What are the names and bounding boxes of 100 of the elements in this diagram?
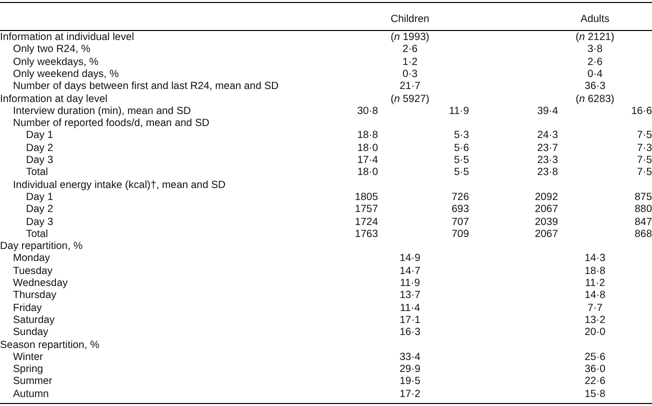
table-cell: 726 — [452, 192, 469, 204]
row-label: Total — [26, 228, 48, 241]
table-cell-text: 11·2 — [584, 278, 606, 290]
table-cell: 18·0 — [357, 167, 378, 180]
table-cell-text: (n 5927) — [390, 94, 430, 106]
table-cell-text: 25·6 — [584, 352, 606, 364]
row-label: Individual energy intake (kcal)†, mean and SD — [13, 180, 226, 192]
row-label: Autumn — [13, 388, 49, 401]
table-cell-text: 29·9 — [398, 364, 422, 376]
table-cell-text: (n 6283) — [574, 94, 616, 106]
table-cell: 7·3 — [636, 142, 652, 155]
row-label: Interview duration (min), mean and SD — [13, 106, 191, 118]
table-cell-text: 14·3 — [584, 253, 606, 266]
row-label: Friday — [13, 302, 42, 315]
table-cell-text: 16·3 — [398, 327, 422, 340]
row-label: Saturday — [13, 314, 55, 327]
row-label: Only two R24, % — [13, 44, 90, 56]
row-label: Only weekdays, % — [13, 56, 98, 69]
table-cell-text: 1·2 — [401, 56, 419, 69]
table-cell-text: 18·8 — [584, 266, 606, 278]
table-cell-text: 36·3 — [584, 81, 606, 94]
table-cell-text: 11·4 — [398, 302, 422, 315]
table-cell-text: 0·3 — [401, 68, 419, 81]
table-cell: 23·7 — [537, 142, 558, 155]
table-cell-text: 14·8 — [584, 290, 606, 302]
table-cell: 5·5 — [454, 167, 469, 180]
table-cell-text: 19·5 — [398, 376, 422, 388]
table-cell: 693 — [452, 204, 469, 216]
row-label: Day 2 — [26, 204, 54, 216]
table-cell-text: 0·4 — [586, 68, 604, 81]
table-cell: 7·5 — [636, 155, 652, 167]
table-cell: 2039 — [534, 216, 558, 228]
row-label: Sunday — [13, 327, 48, 340]
table-cell-text: 22·6 — [584, 376, 606, 388]
table-cell: 880 — [634, 204, 652, 216]
table-cell: 5·6 — [454, 142, 469, 155]
row-label: Day 3 — [26, 216, 54, 228]
table-cell-text: 21·7 — [398, 81, 422, 94]
row-label: Total — [26, 167, 48, 180]
table-cell-text: 14·9 — [398, 253, 422, 266]
table-cell: 868 — [634, 228, 652, 241]
row-label: Day 1 — [26, 130, 54, 142]
table-cell-text: 7·7 — [586, 302, 604, 315]
row-label: Number of days between first and last R24, mean and SD — [13, 81, 279, 94]
table-cell: 5·5 — [454, 155, 469, 167]
table-cell: 2092 — [534, 192, 558, 204]
table-cell: 707 — [452, 216, 469, 228]
table-cell: 11·9 — [448, 106, 469, 118]
table-cell: 1757 — [354, 204, 378, 216]
table-cell: 18·0 — [357, 142, 378, 155]
table-cell: 17·4 — [357, 155, 378, 167]
table-cell: 847 — [634, 216, 652, 228]
row-label: Day 3 — [26, 155, 54, 167]
table-cell-text: (n 1993) — [390, 32, 430, 44]
table-cell: 23·8 — [537, 167, 558, 180]
table-cell: 875 — [634, 192, 652, 204]
row-label: Winter — [13, 352, 44, 364]
table-cell: 30·8 — [357, 106, 378, 118]
table-cell-text: 14·7 — [398, 266, 422, 278]
row-label: Number of reported foods/d, mean and SD — [13, 118, 210, 130]
table-cell-text: 13·2 — [584, 314, 606, 327]
row-label: Day 2 — [26, 142, 54, 155]
table-cell: 39·4 — [537, 106, 558, 118]
table-cell: 16·6 — [631, 106, 652, 118]
table-cell: 24·3 — [537, 130, 558, 142]
row-label: Spring — [13, 364, 44, 376]
table-cell-text: 2·6 — [586, 56, 604, 69]
table-cell-text: 20·0 — [584, 327, 606, 340]
table-cell: 23·3 — [537, 155, 558, 167]
table-cell: 709 — [452, 228, 469, 241]
row-label: Wednesday — [13, 278, 68, 290]
row-label: Day 1 — [26, 192, 54, 204]
table-cell: 7·5 — [636, 130, 652, 142]
table-cell-text: (n 2121) — [574, 32, 616, 44]
table-cell-text: 36·0 — [584, 364, 606, 376]
table-cell: 2067 — [534, 204, 558, 216]
table-cell: 1805 — [354, 192, 378, 204]
table-cell-text: 11·9 — [398, 278, 422, 290]
table-cell: 7·5 — [636, 167, 652, 180]
table-cell-text: 17·1 — [398, 314, 422, 327]
column-header: Adults — [580, 14, 610, 26]
section-heading: Information at day level — [0, 94, 108, 106]
column-header: Children — [390, 14, 430, 26]
row-label: Tuesday — [13, 266, 52, 278]
table-cell-text: 15·8 — [584, 388, 606, 401]
row-label: Thursday — [13, 290, 56, 302]
table-cell-text: 2·6 — [401, 44, 419, 56]
row-label: Only weekend days, % — [13, 68, 119, 81]
table-cell-text: 17·2 — [398, 388, 422, 401]
row-label: Summer — [13, 376, 52, 388]
section-heading: Day repartition, % — [0, 241, 83, 254]
table-cell: 1724 — [354, 216, 378, 228]
table-cell: 2067 — [534, 228, 558, 241]
row-label: Monday — [13, 253, 50, 266]
table-cell: 1763 — [354, 228, 378, 241]
table-cell-text: 13·7 — [398, 290, 422, 302]
table-cell: 18·8 — [357, 130, 378, 142]
table-cell-text: 33·4 — [398, 352, 422, 364]
table-cell: 5·3 — [454, 130, 469, 142]
table-cell-text: 3·8 — [586, 44, 604, 56]
